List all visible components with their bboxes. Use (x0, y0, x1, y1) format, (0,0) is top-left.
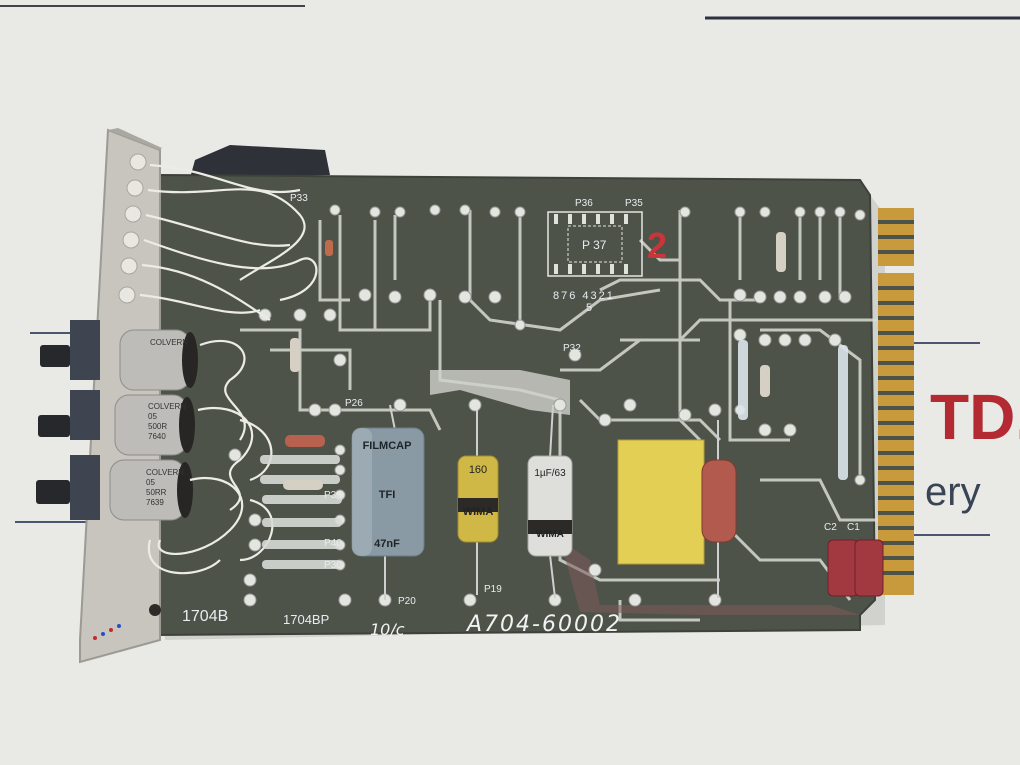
label-p36: P36 (575, 198, 593, 209)
filmcap-line-1: FILMCAP (362, 440, 412, 452)
resistor-beige (283, 480, 323, 490)
label-c2: C2 (824, 522, 837, 533)
resistor-red (285, 435, 325, 447)
mounting-clip (190, 145, 330, 178)
trim-knobs (36, 320, 100, 520)
filmcap-line-2: TFI (378, 489, 396, 501)
glass-diode-2 (838, 345, 848, 480)
pot-3-line-4: 7639 (146, 498, 164, 507)
pot-3-line-1: COLVERN (146, 468, 185, 477)
label-p35: P35 (625, 198, 643, 209)
label-p20: P20 (398, 596, 416, 607)
pot-3-line-2: 05 (146, 478, 155, 487)
filmcap-marking: FILMCAP TFI 47nF (363, 440, 412, 550)
cap-small-value: 160 (468, 464, 488, 476)
glass-diode-1 (738, 340, 748, 420)
label-c1: C1 (847, 522, 860, 533)
handwritten-code: 10/c (370, 620, 405, 639)
label-p40: P40 (324, 538, 342, 549)
marker-number: 2 (647, 225, 667, 266)
cap-white-wima (527, 404, 573, 599)
pot-2-line-2: 05 (148, 412, 157, 421)
cap-tall-marking: 1µF/63 WIMA (530, 468, 570, 540)
cap-small-marking: 160 WIMA (461, 464, 495, 518)
label-p39: P39 (324, 490, 342, 501)
box-capacitor (617, 439, 705, 565)
pot-2-marking: COLVERN 05 500R 7640 (148, 402, 186, 442)
hookup-wires (139, 163, 318, 575)
diode-column (260, 455, 342, 569)
resistor-vertical (290, 338, 300, 372)
cap-tall-brand: WIMA (536, 529, 564, 540)
label-p32: P32 (563, 343, 581, 354)
front-panel (79, 128, 161, 664)
filmcap-line-3: 47nF (374, 538, 400, 550)
panel-terminals (118, 153, 147, 304)
pot-3-line-3: 50RR (146, 488, 167, 497)
chip-footprint (547, 211, 643, 277)
pot-2-line-1: COLVERN (148, 402, 187, 411)
label-p19: P19 (484, 584, 502, 595)
pot-1-line-1: COLVERN (150, 338, 189, 347)
small-diode (325, 240, 333, 256)
resistor-mid-right (760, 365, 770, 397)
pot-2-line-4: 7640 (148, 432, 166, 441)
edge-connector (878, 208, 914, 595)
pot-2-line-3: 500R (148, 422, 168, 431)
model-label-left: 1704B (182, 608, 229, 625)
pot-1-marking: COLVERN (150, 338, 188, 347)
backdrop-text-td: TD. (930, 381, 1020, 453)
pin-row-sub: 5 (586, 302, 593, 314)
label-p33: P33 (290, 193, 308, 204)
backdrop-text-ery: ery (925, 470, 981, 514)
potentiometers (109, 329, 198, 521)
cap-yellow-wima (457, 410, 499, 595)
cap-pair (827, 539, 884, 597)
cap-small-brand: WIMA (462, 506, 494, 518)
cap-tall-value: 1µF/63 (534, 468, 566, 479)
filmcap-capacitor (351, 404, 425, 600)
label-p26: P26 (345, 398, 363, 409)
resistor-top-right (776, 232, 786, 272)
pot-3-marking: COLVERN 05 50RR 7639 (146, 468, 184, 508)
part-number: A704-60002 (467, 612, 622, 637)
pin-row-digits: 876 4321 (553, 290, 615, 302)
model-label-right: 1704BP (283, 612, 330, 627)
label-p30: P30 (324, 560, 342, 571)
chip-reference: P 37 (582, 238, 607, 252)
power-resistor (701, 420, 737, 598)
